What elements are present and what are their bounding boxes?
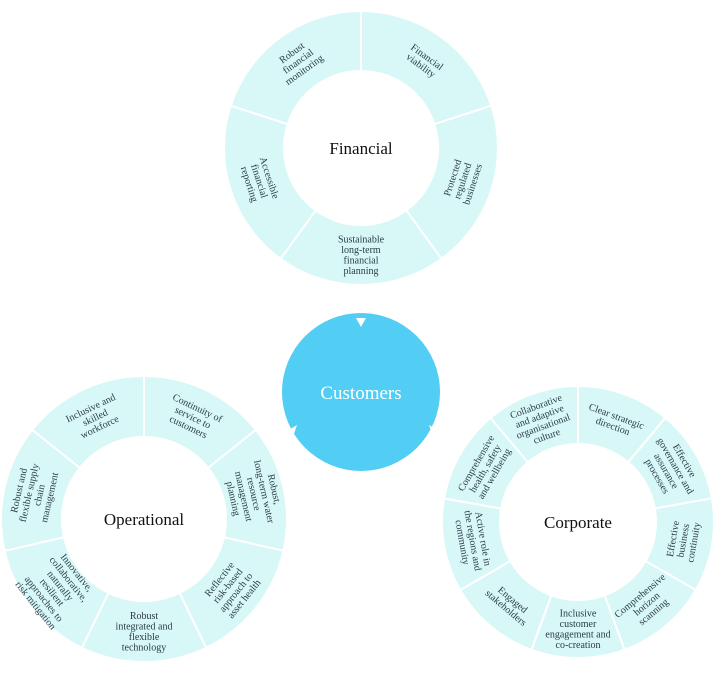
financial-ring-title: Financial [329,139,393,158]
operational-segment-label: Innovative,collaborative,naturallyresili… [13,547,99,632]
customers-hub-circle [282,313,440,471]
financial-segment-label: Protectedregulatedbusinesses [441,156,485,206]
customers-hub-label: Customers [320,383,401,404]
customers-hub: Customers [282,313,440,471]
arrow-from-financial [356,318,366,327]
financial-ring: FinancialviabilityProtectedregulatedbusi… [223,9,499,286]
financial-segment-label: Accessiblefinancialreporting [237,156,281,208]
corporate-ring: Clear strategicdirectionEffectivegoverna… [441,384,715,659]
arrow-from-corporate [429,425,439,434]
arrow-from-operational [287,425,297,434]
operational-ring: Continuity ofservice tocustomersRobust,l… [0,374,288,663]
operational-ring-title: Operational [104,510,185,529]
corporate-ring-title: Corporate [544,513,612,532]
financial-segment [229,9,362,126]
corporate-segment [489,384,579,464]
rings-layer: FinancialviabilityProtectedregulatedbusi… [0,9,715,663]
operational-segment [30,374,145,470]
